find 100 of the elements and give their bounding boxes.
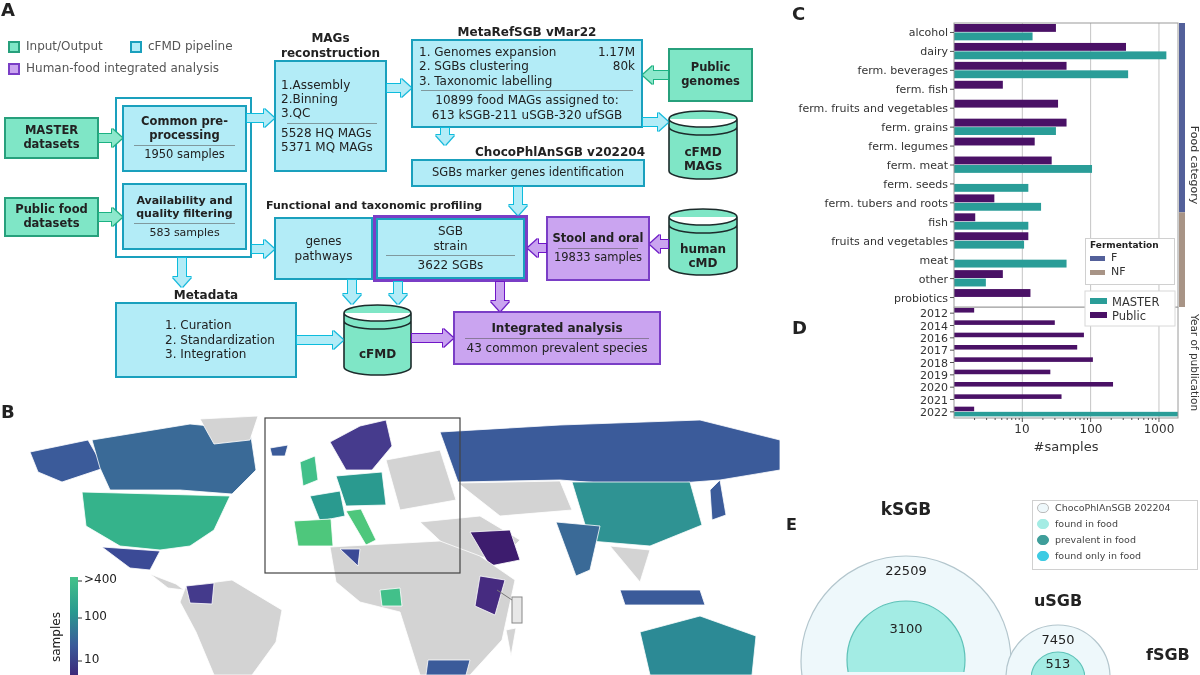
value-text: 80k	[612, 59, 635, 74]
node-text: strain	[433, 238, 468, 254]
panel-label: A	[1, 0, 15, 21]
process-box	[411, 24, 643, 128]
node-title: cFMD	[358, 346, 397, 362]
legend-text: cFMD pipeline	[148, 40, 233, 54]
analysis-box	[453, 311, 661, 365]
legend-text: F	[1111, 252, 1118, 265]
legend-text: found in food	[1055, 519, 1118, 530]
axis-label: ferm. fruits and vegetables	[798, 102, 948, 116]
legend-text: ChocoPhlAnSGB 202204	[1055, 503, 1171, 514]
axis-label: ferm. fish	[895, 83, 948, 97]
node-title: Availability and quality filtering	[135, 194, 234, 221]
list-item: 1. Genomes expansion	[419, 45, 557, 60]
node-title: Public genomes	[680, 61, 741, 89]
list-item: 1.Assembly	[281, 77, 351, 92]
tick-label: 100	[1079, 423, 1103, 437]
node-heading: ChocoPhlAnSGB v202204	[475, 144, 645, 159]
list-item: 3. Taxonomic labelling	[418, 73, 553, 89]
value-text: 1.17M	[597, 45, 635, 60]
list-item: 2.Binning	[281, 91, 338, 107]
axis-label: probiotics	[894, 291, 948, 305]
axis-title: samples	[50, 612, 64, 662]
list-item: 1. Curation	[165, 318, 232, 333]
axis-label: 2014	[920, 319, 948, 333]
tick-label: 1000	[1143, 423, 1175, 437]
axis-label: 2020	[920, 381, 948, 395]
section-heading: Functional and taxonomic profiling	[266, 200, 483, 213]
axis-label: alcohol	[908, 26, 948, 40]
legend-text: Input/Output	[26, 40, 103, 54]
node-text: pathways	[294, 248, 353, 263]
axis-title: Year of publication	[1189, 313, 1200, 412]
axis-label: 2017	[920, 344, 948, 358]
arrow	[343, 280, 361, 304]
axis-label: ferm. legumes	[868, 140, 948, 154]
set-label: fSGB	[1146, 646, 1190, 665]
axis-label: 2016	[920, 331, 948, 345]
process-box	[122, 105, 247, 172]
database-cylinder	[668, 110, 738, 180]
process-box	[115, 287, 297, 378]
legend-text: found only in food	[1055, 551, 1142, 562]
count-text: 3100	[889, 621, 923, 637]
node-text: genes	[305, 234, 342, 249]
legend-text: NF	[1111, 266, 1126, 279]
axis-label: 2021	[920, 393, 948, 407]
axis-label: 2012	[920, 307, 948, 321]
panel-label: D	[792, 318, 807, 339]
axis-label: ferm. grains	[881, 121, 948, 135]
arrow	[389, 282, 407, 304]
tick-label: 10	[1014, 423, 1030, 437]
arrow	[173, 258, 191, 287]
node-title: Stool and oral	[552, 232, 644, 246]
panel-label: B	[1, 402, 15, 423]
arrow	[528, 239, 546, 257]
axis-label: fish	[928, 215, 948, 229]
arrow	[252, 240, 274, 258]
arrow	[99, 129, 122, 147]
list-item: 2. SGBs clustering	[419, 59, 529, 74]
arrow	[99, 208, 122, 226]
input-box	[4, 197, 99, 237]
legend-text: Human-food integrated analysis	[26, 62, 219, 76]
analysis-box	[546, 216, 650, 281]
axis-label: 2019	[920, 368, 948, 382]
list-item: 5371 MQ MAGs	[281, 140, 373, 155]
database-cylinder	[343, 304, 412, 376]
set-label: uSGB	[1033, 590, 1083, 610]
legend-text: Public	[1112, 308, 1147, 323]
scale-label: 10	[84, 653, 100, 667]
node-text: 3622 SGBs	[417, 258, 484, 273]
axis-title: #samples	[1033, 439, 1099, 454]
node-heading: MetaRefSGB vMar22	[457, 24, 597, 39]
set-label: kSGB	[880, 498, 932, 519]
axis-title: Food category	[1188, 125, 1200, 205]
scale-label: 100	[84, 610, 107, 624]
process-box	[411, 145, 645, 187]
count-text: 22509	[885, 563, 927, 579]
input-box	[4, 117, 99, 159]
axis-label: 2022	[920, 405, 948, 419]
group-box	[115, 97, 252, 258]
node-heading: MAGs reconstruction	[279, 31, 381, 60]
node-title: Common pre-processing	[140, 115, 229, 143]
node-title: Public food datasets	[14, 203, 89, 231]
axis-label: 2018	[920, 356, 948, 370]
legend-text: prevalent in food	[1055, 535, 1136, 546]
node-text: 19833 samples	[553, 251, 642, 265]
axis-label: ferm. seeds	[883, 177, 948, 191]
node-text: SGBs marker genes identification	[432, 166, 624, 180]
node-text: SGB	[437, 224, 464, 239]
node-heading: Metadata	[173, 287, 239, 302]
legend-title: Fermentation	[1090, 240, 1159, 251]
database-cylinder	[668, 208, 738, 276]
panel-label: E	[786, 516, 797, 535]
list-item: 3.QC	[281, 106, 311, 121]
list-item: 5528 HQ MAGs	[281, 125, 372, 141]
axis-label: meat	[919, 253, 948, 267]
input-box	[668, 48, 753, 102]
process-box	[122, 183, 247, 250]
count-text: 513	[1045, 656, 1071, 672]
process-box	[373, 215, 528, 282]
scale-label: >400	[84, 573, 117, 587]
